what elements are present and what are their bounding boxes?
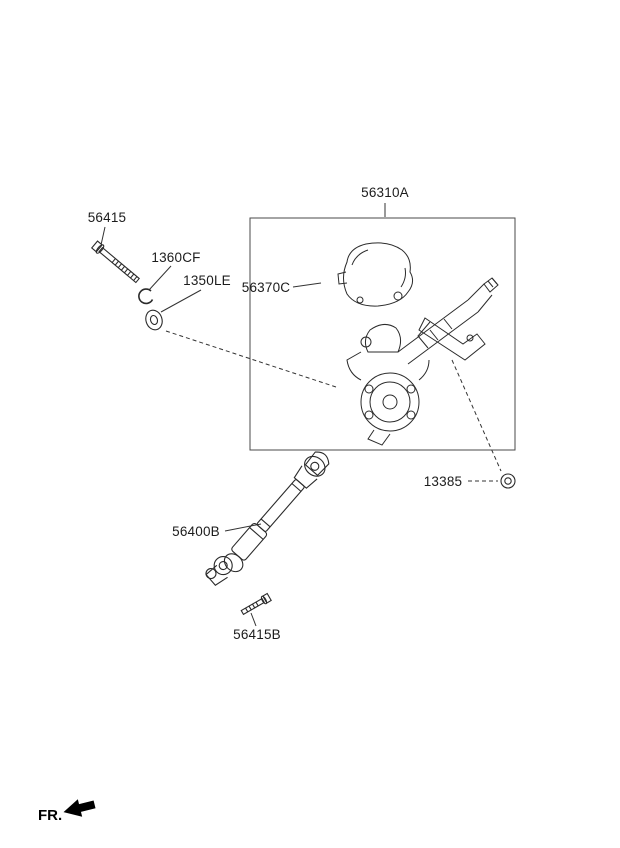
part-label-bolt-upper: 56415 [87, 210, 127, 225]
front-direction-arrow-icon [63, 799, 96, 817]
part-label-bolt-lower: 56415B [233, 627, 281, 642]
snap-ring-drawing [138, 288, 154, 305]
part-label-nut: 13385 [423, 474, 463, 489]
front-marker-label: FR. [38, 807, 63, 824]
part-label-washer: 1350LE [183, 273, 231, 288]
assembly-boundary-box [249, 217, 516, 451]
bolt-upper-drawing [90, 240, 140, 284]
nut-drawing [500, 473, 516, 489]
dashed-reference-lines [165, 330, 502, 482]
part-label-intermediate-shaft: 56400B [172, 524, 220, 539]
part-label-assembly: 56310A [361, 185, 409, 200]
leader-lines [100, 203, 386, 627]
bolt-lower-drawing [240, 592, 272, 616]
washer-drawing [145, 309, 163, 331]
steering-column-assembly-drawing [337, 242, 499, 446]
part-label-motor-cover: 56370C [241, 280, 291, 295]
part-label-snap-ring: 1360CF [151, 250, 201, 265]
intermediate-shaft-drawing [205, 451, 330, 586]
